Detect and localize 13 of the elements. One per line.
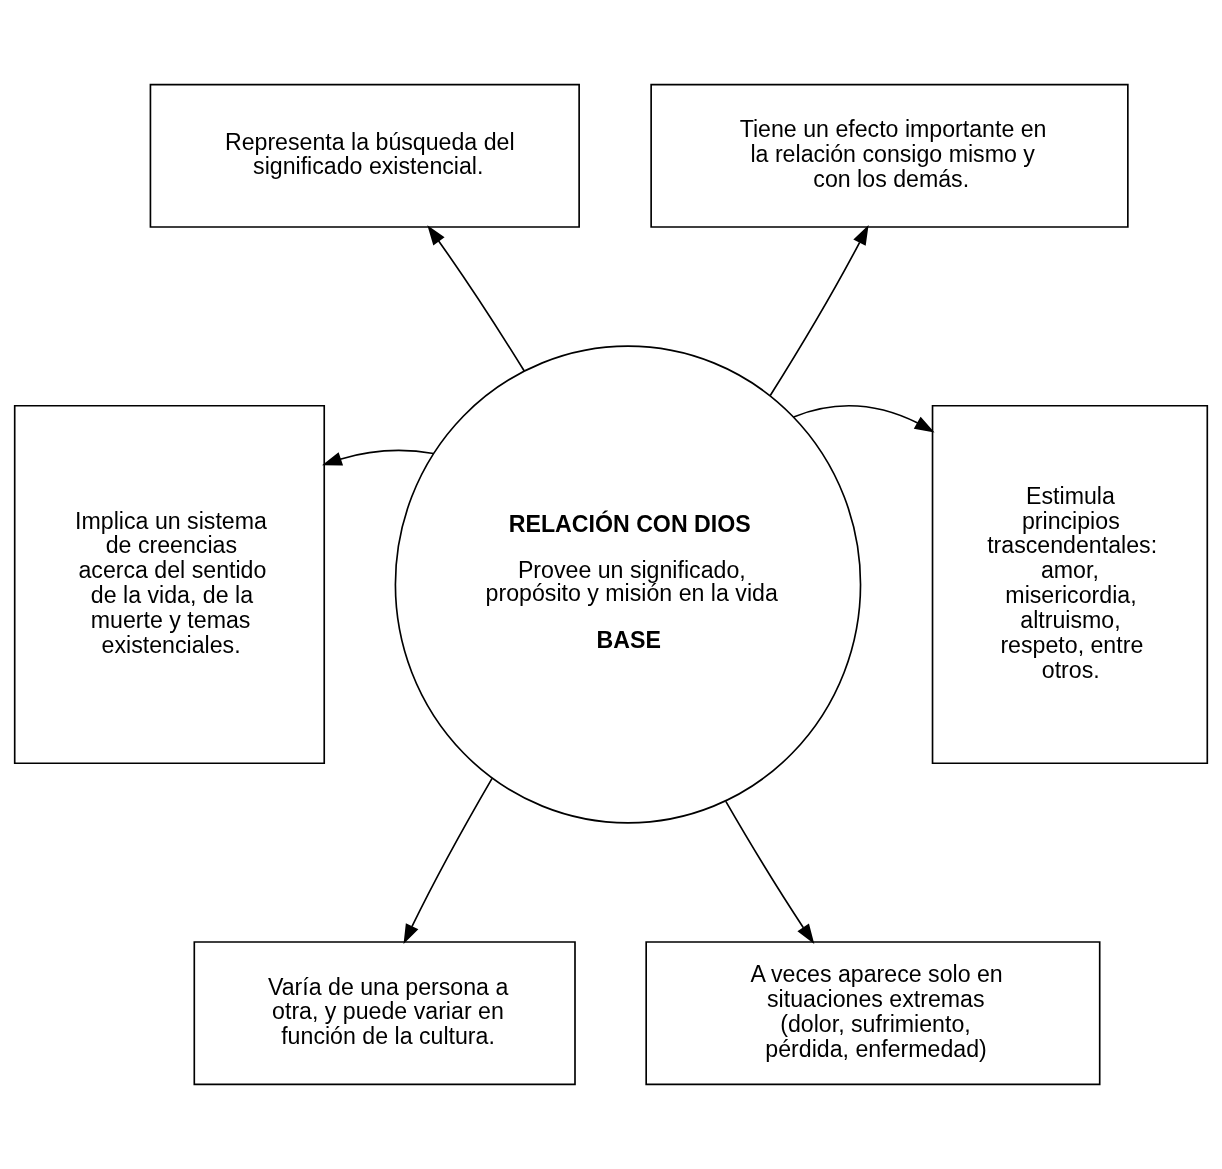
arrow: [769, 225, 869, 397]
node-box: Varía de una persona a otra, y puede variar en función de la cultura.: [193, 941, 576, 1086]
arrow: [427, 225, 526, 372]
arrow: [792, 404, 935, 433]
node-box: Representa la búsqueda del significado existencial.: [149, 83, 580, 228]
arrow: [322, 449, 435, 466]
node-box: A veces aparece solo en situaciones extremas (dolor, sufrimiento, pérdida, enfermedad): [645, 941, 1101, 1086]
arrow: [403, 777, 493, 945]
node-box: Implica un sistema de creencias acerca del sentido de la vida, de la muerte y temas existenciales.: [13, 404, 326, 765]
node-box: Tiene un efecto importante en la relación consigo mismo y con los demás.: [650, 83, 1129, 228]
node-box: Estimula principios trascendentales: amor, misericordia, altruismo, respeto, entre otros.: [931, 404, 1209, 765]
arrow: [725, 800, 815, 944]
node-circle: RELACIÓN CON DIOS Provee un significado, propósito y misión en la vida BASE: [394, 345, 862, 824]
